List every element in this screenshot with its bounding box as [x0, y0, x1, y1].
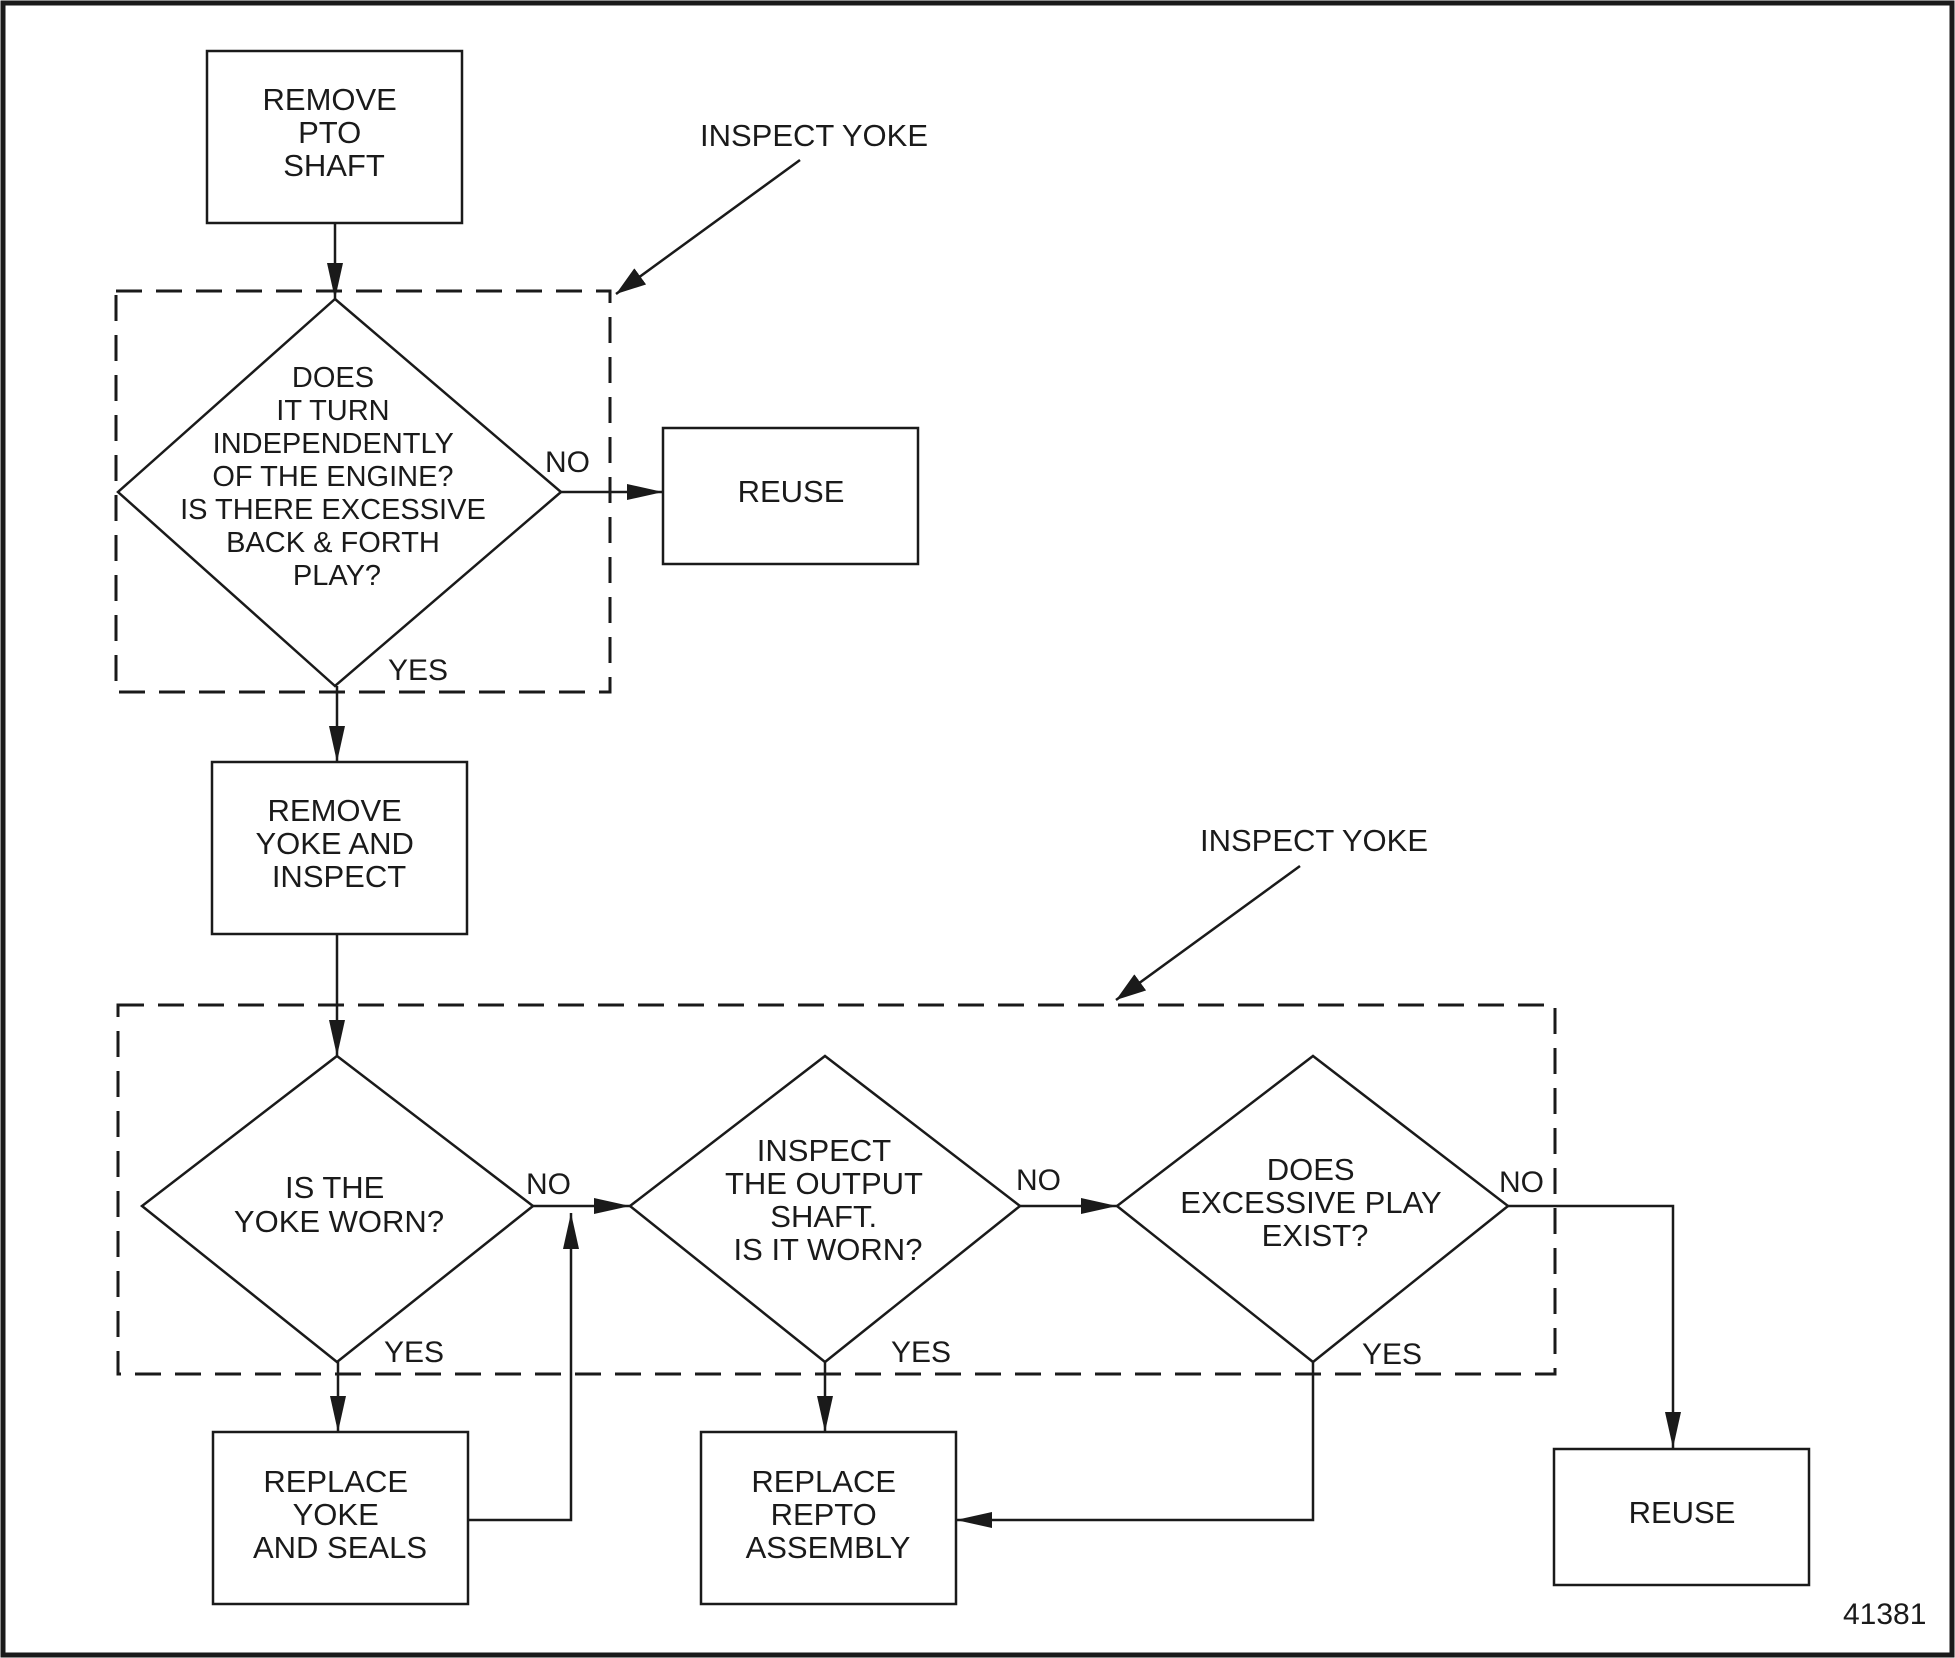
connector-return-loop [468, 1213, 579, 1522]
decision-yoke-worn: IS THE YOKE WORN? [139, 1054, 536, 1364]
decision-excessive-play-label: DOES EXCESSIVE PLAY EXIST? [1180, 1152, 1449, 1253]
box-remove-yoke: REMOVE YOKE AND INSPECT [210, 760, 469, 936]
connector-yes-excessive-to-repto [956, 1362, 1315, 1528]
label-yes-yoke-worn: YES [384, 1336, 444, 1369]
label-yes-excessive-play: YES [1362, 1338, 1422, 1371]
callout-inspect-yoke-lower: INSPECT YOKE [1200, 823, 1428, 858]
box-replace-repto-label: REPLACE REPTO ASSEMBLY [746, 1464, 911, 1565]
decision-output-shaft: INSPECT THE OUTPUT SHAFT. IS IT WORN? [627, 1054, 1023, 1364]
box-replace-yoke-seals: REPLACE YOKE AND SEALS [211, 1430, 470, 1606]
callout-inspect-yoke-upper: INSPECT YOKE [700, 118, 928, 153]
label-no-output-shaft: NO [1016, 1164, 1061, 1197]
decision-turn-play-label: DOES IT TURN INDEPENDENTLY OF THE ENGINE… [180, 362, 494, 592]
box-remove-pto-shaft: REMOVE PTO SHAFT [205, 49, 464, 225]
label-yes-turn-play: YES [388, 654, 448, 687]
box-remove-pto-shaft-label: REMOVE PTO SHAFT [263, 82, 406, 183]
label-no-turn-play: NO [545, 446, 590, 479]
decision-excessive-play: DOES EXCESSIVE PLAY EXIST? [1114, 1054, 1511, 1364]
label-yes-output-shaft: YES [891, 1336, 951, 1369]
label-no-excessive-play: NO [1499, 1166, 1544, 1199]
decision-output-shaft-label: INSPECT THE OUTPUT SHAFT. IS IT WORN? [725, 1133, 931, 1267]
figure-number: 41381 [1843, 1598, 1926, 1631]
callout-arrow-lower [1115, 864, 1301, 1002]
label-no-yoke-worn: NO [526, 1168, 571, 1201]
box-replace-yoke-seals-label: REPLACE YOKE AND SEALS [253, 1464, 427, 1565]
box-reuse-top: REUSE [661, 426, 920, 566]
box-reuse-bottom-label: REUSE [1629, 1495, 1736, 1530]
decision-turn-play: DOES IT TURN INDEPENDENTLY OF THE ENGINE… [116, 297, 563, 688]
connector-no-reuse-bottom [1508, 1204, 1681, 1448]
box-reuse-bottom: REUSE [1552, 1447, 1811, 1587]
inspect-group-lower [116, 1003, 1557, 1376]
decision-yoke-worn-label: IS THE YOKE WORN? [234, 1170, 444, 1239]
box-reuse-top-label: REUSE [738, 474, 845, 509]
callout-arrow-upper [615, 158, 801, 296]
box-replace-repto: REPLACE REPTO ASSEMBLY [699, 1430, 958, 1606]
box-remove-yoke-label: REMOVE YOKE AND INSPECT [255, 793, 422, 894]
